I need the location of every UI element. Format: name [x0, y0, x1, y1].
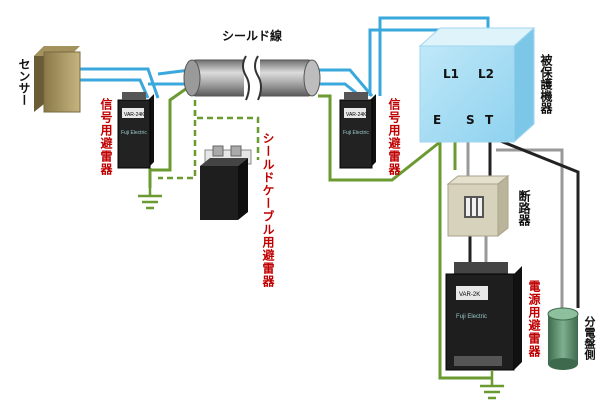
shield-cable-arrester-label: シールドケーブル用避雷器: [261, 132, 275, 288]
power-arrester-device: VAR-2K Fuji Electric: [445, 262, 522, 371]
protected-device-label: 被保護機器: [539, 54, 553, 114]
breaker-device: [446, 174, 510, 238]
cable-title: シールド線: [222, 29, 283, 43]
arrester-right-plate: [344, 108, 366, 118]
shield-dashed-path-1: [193, 90, 260, 160]
shield-arrester-post-1: [212, 145, 224, 157]
power-wire-to-dist-gray: [496, 148, 564, 308]
arrester-right-brand: Fuji Electric: [343, 130, 369, 136]
terminal-l1-label: L1: [443, 67, 459, 81]
arrester-left-model: VAR-24K: [124, 112, 145, 118]
breaker-front: [447, 183, 499, 237]
signal-wire-cable-right-top: [312, 68, 374, 97]
power-arrester-brand: Fuji Electric: [456, 314, 487, 320]
ground-wire-device-main: [438, 142, 492, 380]
breaker-side: [497, 174, 509, 238]
breaker-switch-1: [466, 198, 470, 216]
signal-arrester-right-device: VAR-24K Fuji Electric: [339, 92, 376, 169]
power-arrester-side: [514, 266, 522, 370]
sensor-side: [34, 46, 44, 112]
signal-arrester-left-label: 信号用避雷器: [99, 98, 113, 176]
shield-arrester-body: [200, 166, 238, 220]
shield-dashed-path-2: [158, 110, 197, 180]
arrester-right-model: VAR-24K: [346, 112, 367, 118]
breaker-switch-2: [472, 198, 476, 216]
signal-arrester-right-label: 信号用避雷器: [387, 98, 401, 176]
arrester-left-terminals: [122, 92, 146, 100]
signal-arrester-left-device: VAR-24K Fuji Electric: [117, 92, 154, 169]
shield-cable-break-wave-1: [242, 55, 250, 101]
distribution-board-label: 分電盤側: [583, 316, 596, 360]
terminal-s-label: S: [466, 113, 475, 127]
ground-wires: [148, 84, 492, 380]
power-arrester-plate: [456, 286, 488, 300]
ground-wire-left-shield: [150, 84, 191, 172]
sensor-unit: [34, 46, 81, 113]
shield-arrester-body-side: [238, 158, 248, 220]
shield-cable: [183, 55, 321, 101]
arrester-left-brand: Fuji Electric: [121, 130, 147, 136]
protected-device-cube: [418, 26, 536, 144]
cylinder-bottom: [548, 358, 578, 370]
shield-cable-break-wave-2: [254, 55, 262, 101]
shield-cable-right-end: [303, 59, 321, 97]
power-arrester-model: VAR-2K: [459, 292, 480, 298]
shield-arrester-post-2: [230, 145, 242, 157]
ground-wire-cable-shield: [318, 94, 441, 182]
signal-wires: [78, 16, 490, 99]
shield-cable-left-end: [183, 59, 201, 97]
shield-arrester-body-top: [200, 158, 248, 166]
cylinder-body: [548, 314, 578, 364]
arrester-right-terminals: [344, 92, 368, 100]
power-wire-to-dist-black: [497, 138, 580, 308]
power-arrester-bottom-terminals: [454, 356, 502, 366]
terminal-e-label: E: [433, 113, 442, 127]
signal-wire-sensor-top: [78, 67, 160, 99]
power-wires: [466, 138, 580, 308]
power-arrester-terminals: [454, 262, 508, 276]
arrester-left-plate: [122, 108, 144, 118]
sensor-front: [43, 51, 81, 113]
sensor-label: センサー: [17, 58, 31, 106]
cylinder-top: [547, 307, 579, 321]
cube-side: [513, 26, 535, 144]
shield-cable-arrester-device: [200, 145, 252, 220]
power-arrester-label: 電源用避雷器: [527, 280, 541, 358]
distribution-board-cylinder: [547, 307, 579, 370]
cube-front: [419, 45, 515, 143]
earth-symbol-left: [138, 178, 162, 210]
terminal-t-label: T: [485, 113, 494, 127]
earth-symbol-right: [480, 370, 504, 400]
breaker-label: 断路器: [517, 190, 531, 226]
breaker-switch-3: [478, 198, 482, 216]
terminal-l2-label: L2: [478, 67, 494, 81]
